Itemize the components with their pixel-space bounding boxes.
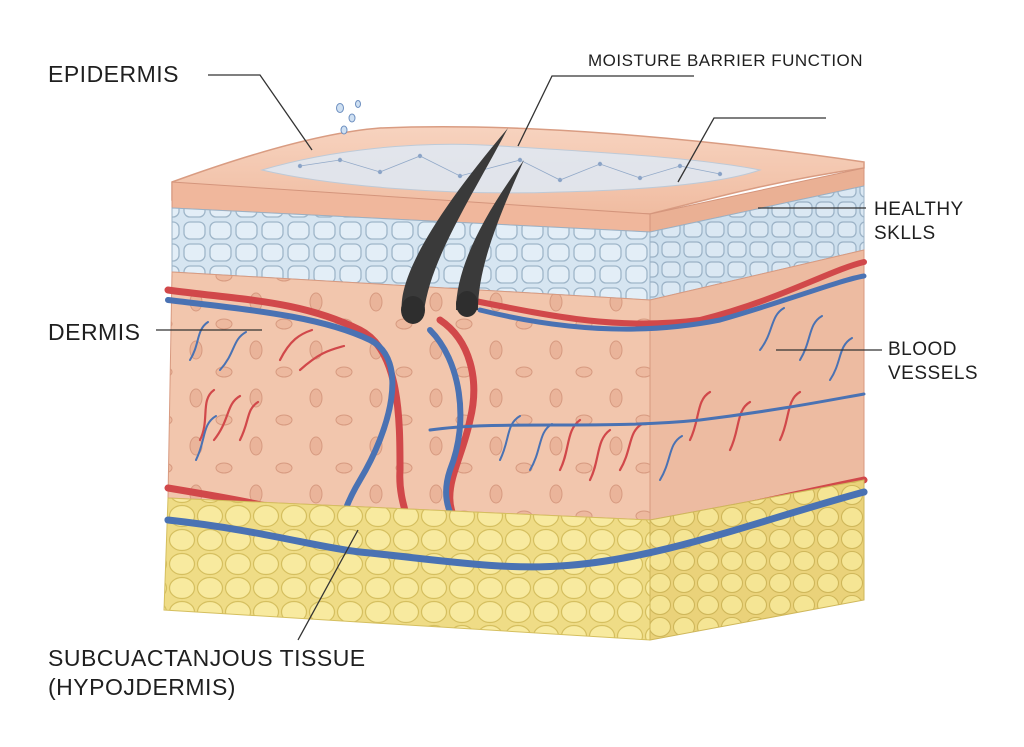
label-blood-line2: VESSELS xyxy=(888,362,979,384)
label-dermis: DERMIS xyxy=(48,319,141,345)
label-blood-line1: BLOOD xyxy=(888,339,958,360)
label-blood-vessels: BLOOD VESSELS xyxy=(888,338,978,386)
subcutaneous-front xyxy=(163,497,651,641)
hair-strands xyxy=(401,128,524,324)
label-healthy-line2: SKLLS xyxy=(874,222,936,244)
label-subcut-line2: (HYPOJDERMIS) xyxy=(48,673,236,700)
label-moisture-barrier: MOISTURE BARRIER FUNCTION xyxy=(588,51,864,70)
water-droplets xyxy=(336,100,361,135)
subcutaneous-side xyxy=(649,479,865,641)
label-healthy-line1: HEALTHY xyxy=(874,199,964,220)
label-epidermis: EPIDERMIS xyxy=(48,61,180,87)
leader-lines xyxy=(156,74,882,641)
moisture-network xyxy=(297,153,723,183)
label-healthy-skills: HEALTHY SKLLS xyxy=(874,198,964,246)
lower-vein xyxy=(164,488,868,571)
label-subcutaneous: SUBCUACTANJOUS TISSUE (HYPOJDERMIS) xyxy=(48,644,366,702)
moisture-film xyxy=(260,143,762,194)
label-subcut-line1: SUBCUACTANJOUS TISSUE xyxy=(48,645,366,671)
